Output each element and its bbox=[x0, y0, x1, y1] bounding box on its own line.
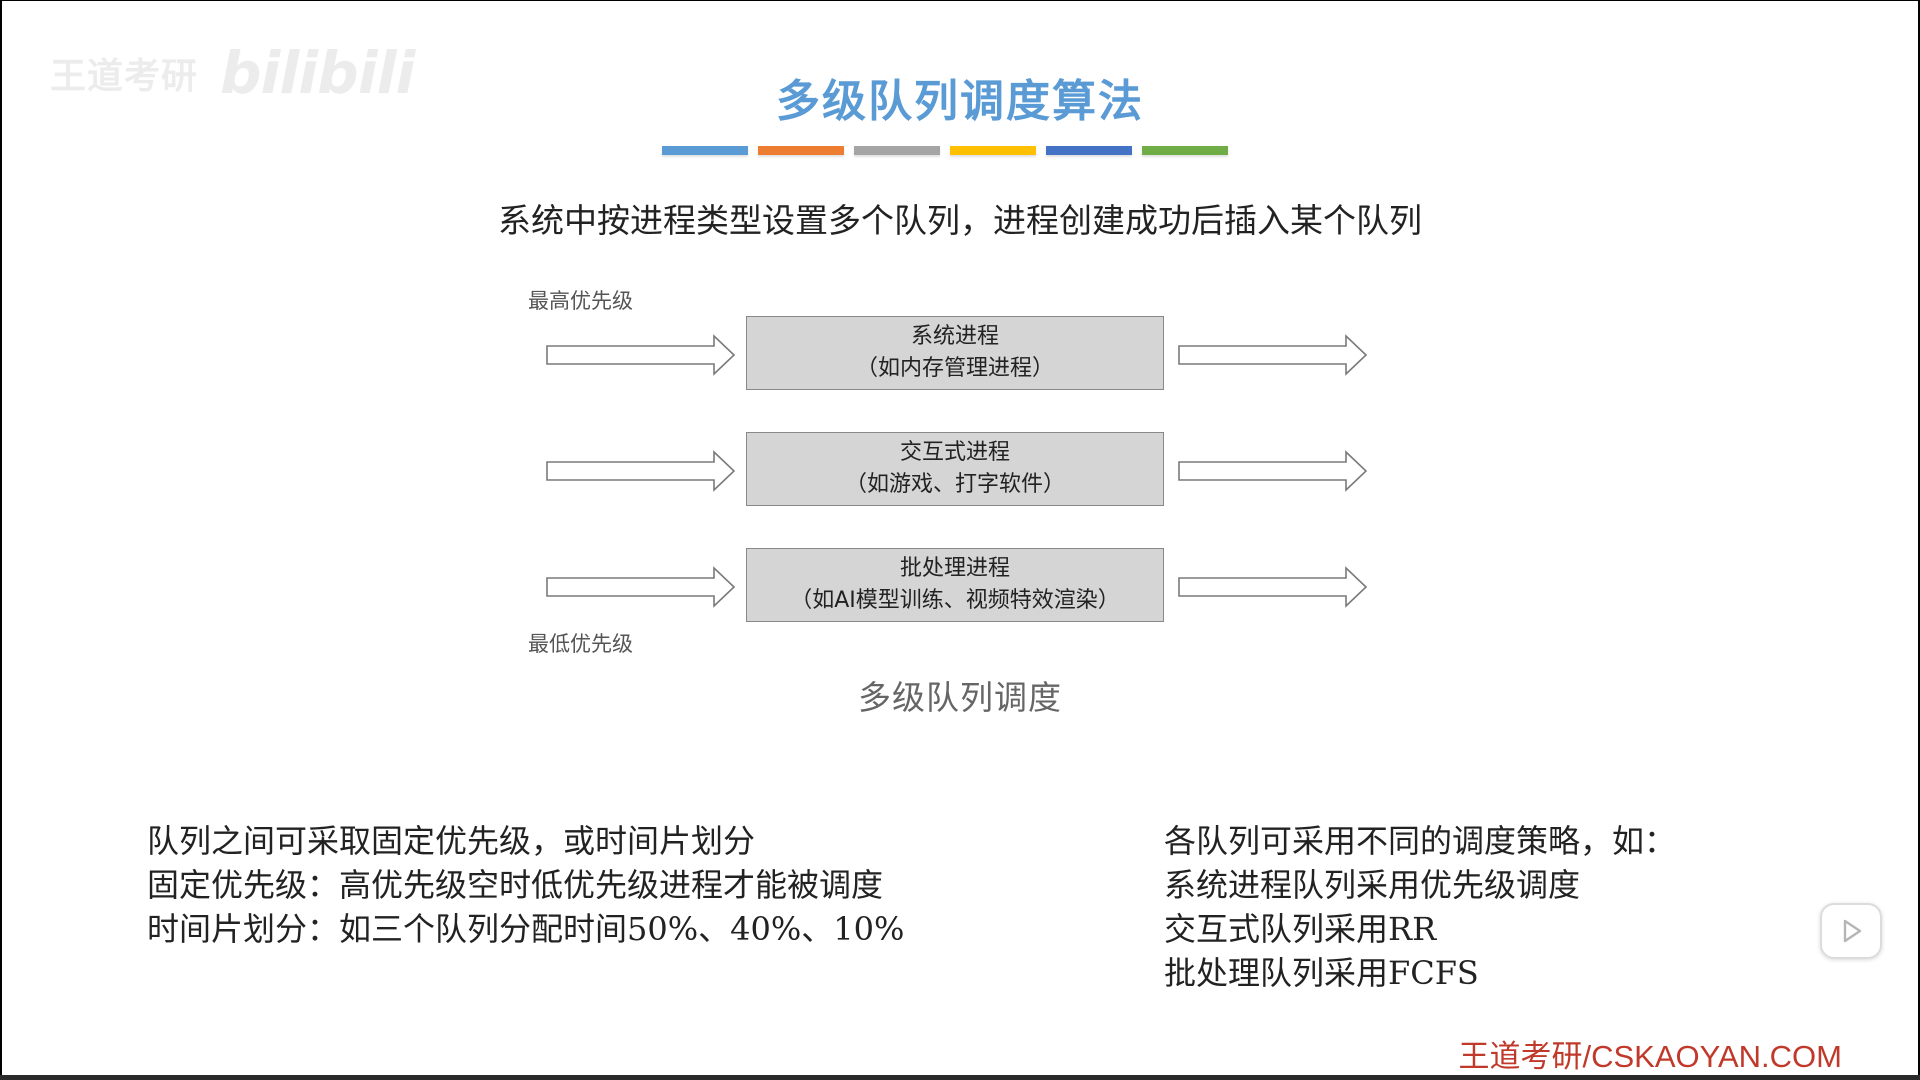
note-line: 批处理队列采用FCFS bbox=[1164, 954, 1479, 992]
note-line: 各队列可采用不同的调度策略，如： bbox=[1164, 822, 1677, 860]
intro-text: 系统中按进程类型设置多个队列，进程创建成功后插入某个队列 bbox=[498, 201, 1422, 240]
color-bar bbox=[758, 146, 844, 155]
queue-box-interactive: 交互式进程 （如游戏、打字软件） bbox=[746, 432, 1164, 506]
play-button[interactable] bbox=[1820, 903, 1882, 959]
note-line: 时间片划分：如三个队列分配时间50%、40%、10% bbox=[147, 910, 905, 948]
note-line: 固定优先级：高优先级空时低优先级进程才能被调度 bbox=[147, 866, 884, 904]
play-icon bbox=[1843, 919, 1862, 943]
color-bar bbox=[1142, 146, 1228, 155]
footer-brand: 王道考研/CSKAOYAN.COM bbox=[1458, 1039, 1842, 1074]
slide-title: 多级队列调度算法 bbox=[776, 76, 1144, 127]
incoming-arrow-icon bbox=[546, 450, 736, 492]
notes-right: 各队列可采用不同的调度策略，如： 系统进程队列采用优先级调度 交互式队列采用RR… bbox=[1164, 819, 1676, 995]
color-bar bbox=[1046, 146, 1132, 155]
queue-example: （如AI模型训练、视频特效渲染） bbox=[790, 588, 1120, 613]
priority-high-label: 最高优先级 bbox=[528, 289, 633, 313]
queue-example: （如游戏、打字软件） bbox=[844, 472, 1065, 497]
queue-example: （如内存管理进程） bbox=[855, 356, 1054, 381]
title-color-bars bbox=[662, 146, 1228, 155]
outgoing-arrow-icon bbox=[1178, 334, 1368, 376]
outgoing-arrow-icon bbox=[1178, 450, 1368, 492]
note-line: 交互式队列采用RR bbox=[1164, 910, 1437, 948]
queue-box-batch: 批处理进程 （如AI模型训练、视频特效渲染） bbox=[746, 548, 1164, 622]
video-bottom-bar bbox=[0, 1075, 1920, 1080]
queue-title: 批处理进程 bbox=[899, 556, 1010, 581]
color-bar bbox=[662, 146, 748, 155]
diagram-caption: 多级队列调度 bbox=[858, 678, 1062, 717]
queue-title: 系统进程 bbox=[910, 324, 999, 349]
note-line: 队列之间可采取固定优先级，或时间片划分 bbox=[147, 822, 756, 860]
color-bar bbox=[854, 146, 940, 155]
incoming-arrow-icon bbox=[546, 566, 736, 608]
queue-box-system: 系统进程 （如内存管理进程） bbox=[746, 316, 1164, 390]
queue-title: 交互式进程 bbox=[899, 440, 1010, 465]
incoming-arrow-icon bbox=[546, 334, 736, 376]
color-bar bbox=[950, 146, 1036, 155]
priority-low-label: 最低优先级 bbox=[528, 632, 633, 656]
note-line: 系统进程队列采用优先级调度 bbox=[1164, 866, 1581, 904]
notes-left: 队列之间可采取固定优先级，或时间片划分 固定优先级：高优先级空时低优先级进程才能… bbox=[147, 819, 904, 951]
outgoing-arrow-icon bbox=[1178, 566, 1368, 608]
